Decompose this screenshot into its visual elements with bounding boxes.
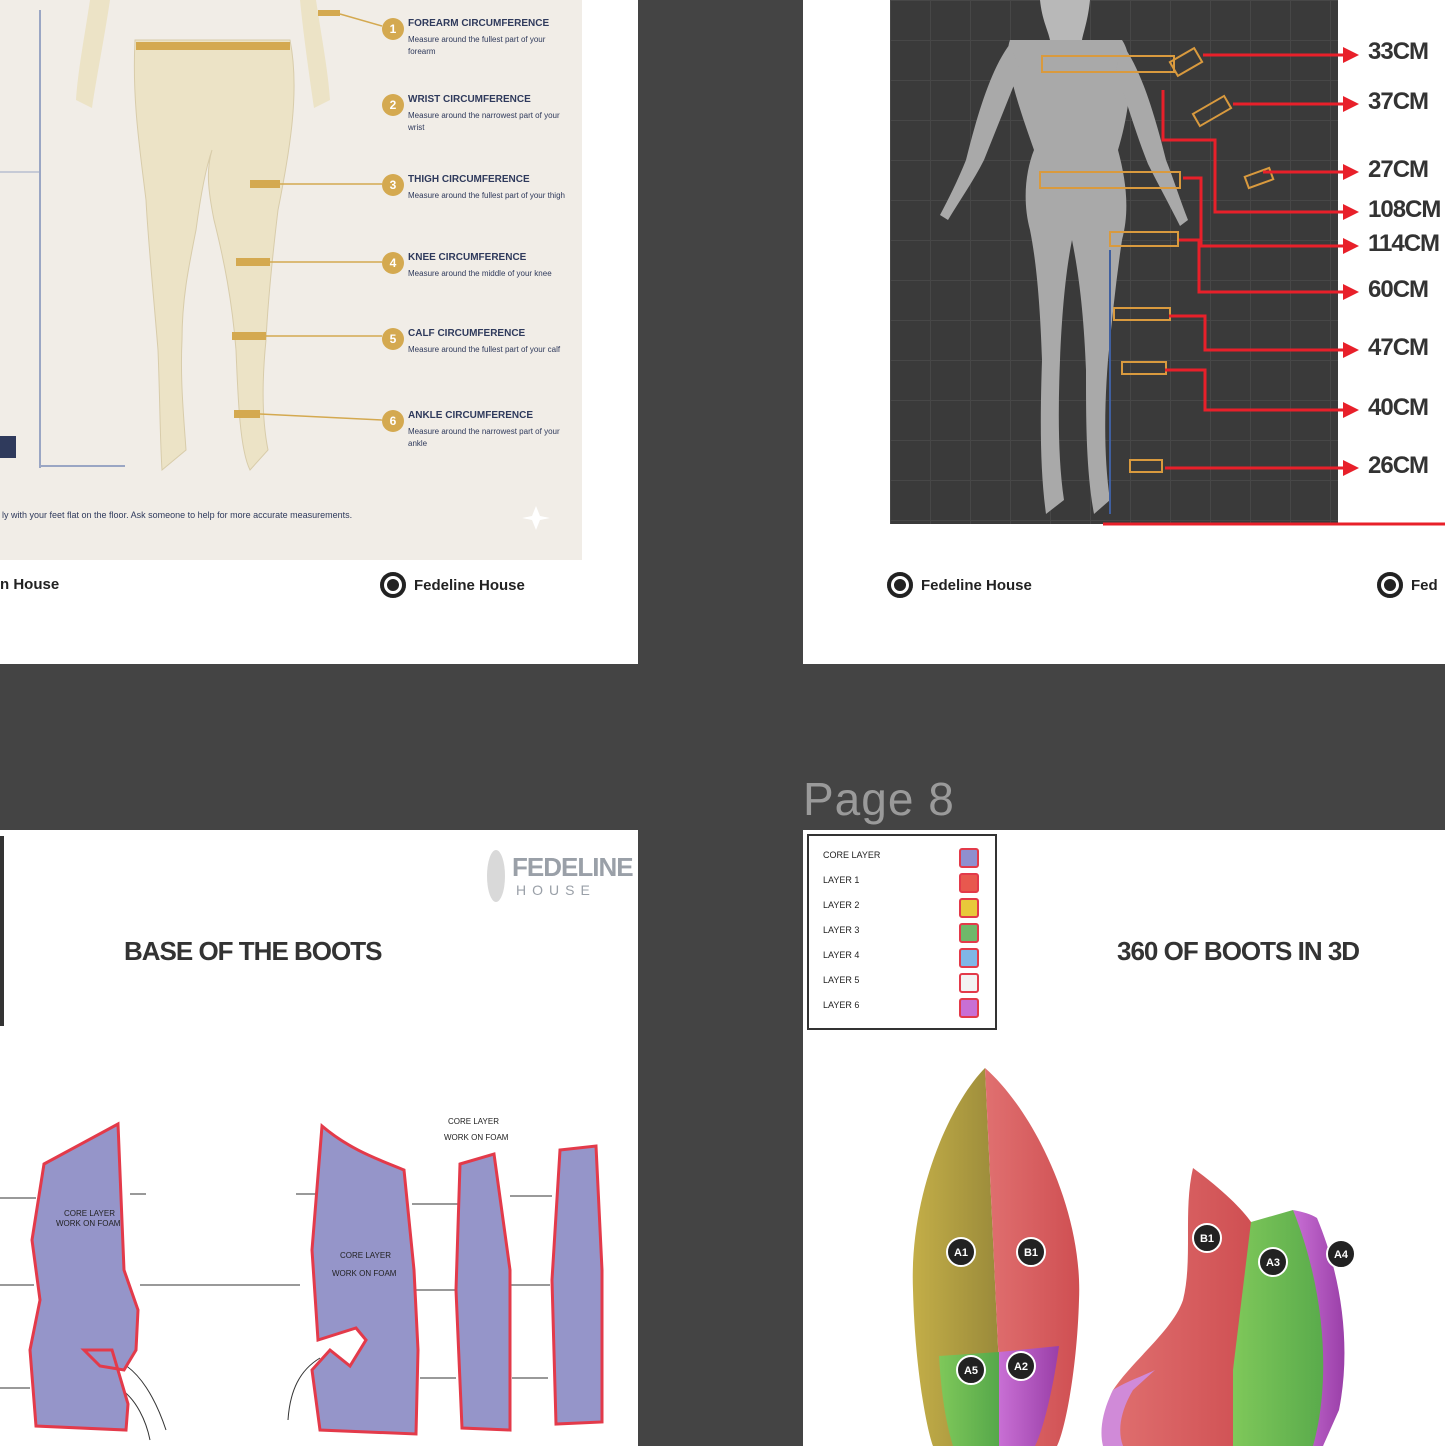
legend-label: CORE LAYER: [823, 850, 881, 860]
tag-label: A2: [1014, 1361, 1028, 1373]
measurement-title: WRIST CIRCUMFERENCE: [408, 94, 531, 105]
step-number-badge: 5: [382, 328, 404, 350]
measurement-value: 108CM: [1368, 196, 1441, 223]
page-number-label: Page 8: [803, 773, 955, 825]
piece-label: WORK ON FOAM: [332, 1269, 397, 1278]
step-number-badge: 4: [382, 252, 404, 274]
measurement-value: 47CM: [1368, 334, 1429, 361]
page-title: 360 OF BOOTS IN 3D: [1117, 936, 1360, 966]
tag-label: B1: [1200, 1233, 1214, 1245]
legend-label: LAYER 5: [823, 975, 860, 985]
footer-brand-right: Fedeline House: [380, 572, 525, 598]
legend-swatch: [959, 873, 979, 893]
measurement-description: Measure around the fullest part of your …: [408, 191, 565, 200]
measurement-arrows: [1103, 47, 1445, 526]
measurement-value: 27CM: [1368, 156, 1429, 183]
legend-label: LAYER 4: [823, 950, 860, 960]
footer-brand-left: n House: [0, 576, 59, 593]
measurement-value: 114CM: [1368, 230, 1440, 257]
piece-label: CORE LAYER: [448, 1117, 499, 1126]
legend-swatch: [959, 948, 979, 968]
measurement-description: Measure around the middle of your knee: [408, 269, 552, 278]
measurement-title: CALF CIRCUMFERENCE: [408, 328, 526, 339]
step-number-badge: 1: [382, 18, 404, 40]
brand-logo-icon: [887, 572, 913, 598]
footer-brand-left: Fedeline House: [887, 572, 1032, 598]
legend-swatch: [959, 898, 979, 918]
footer-brand-text: Fedeline House: [414, 576, 525, 594]
layer-legend: CORE LAYER LAYER 1 LAYER 2 LAYER 3 LAYER…: [807, 834, 997, 1030]
measurement-title: THIGH CIRCUMFERENCE: [408, 174, 530, 185]
measurement-value: 26CM: [1368, 452, 1429, 479]
page-top-left: 1 FOREARM CIRCUMFERENCE Measure around t…: [0, 0, 638, 664]
measurement-value: 60CM: [1368, 276, 1429, 303]
step-number-badge: 3: [382, 174, 404, 196]
footer-brand-text: Fed: [1411, 576, 1438, 594]
3d-model-viewport: [890, 0, 1338, 524]
boot-3d-render: A1 B1 A5 A2 B1 A3 A4: [912, 1068, 1356, 1446]
tag-label: B1: [1024, 1247, 1038, 1259]
boot-pattern-pieces: CORE LAYER WORK ON FOAM CORE LAYER WORK …: [0, 1117, 604, 1441]
brand-logo-icon: [1377, 572, 1403, 598]
measurement-description: Measure around the narrowest part of you…: [408, 427, 560, 448]
measurement-title: KNEE CIRCUMFERENCE: [408, 252, 527, 263]
legend-label: LAYER 2: [823, 900, 860, 910]
measurement-title: FOREARM CIRCUMFERENCE: [408, 18, 550, 29]
measurement-value: 33CM: [1368, 38, 1429, 65]
mannequin-figure: [0, 0, 550, 530]
piece-label: CORE LAYER: [64, 1209, 115, 1218]
measurement-panel: 1 FOREARM CIRCUMFERENCE Measure around t…: [0, 0, 582, 560]
legend-swatch: [959, 998, 979, 1018]
page-bottom-right: CORE LAYER LAYER 1 LAYER 2 LAYER 3 LAYER…: [803, 830, 1445, 1446]
page-top-right: 33CM 37CM 27CM 108CM 114CM 60CM 47CM 40C…: [803, 0, 1445, 664]
footer-brand-right: Fed: [1377, 572, 1438, 598]
piece-label: WORK ON FOAM: [444, 1133, 509, 1142]
tag-label: A4: [1334, 1249, 1349, 1261]
logo-figure-icon: [487, 850, 505, 902]
legend-label: LAYER 3: [823, 925, 860, 935]
step-number-badge: 6: [382, 410, 404, 432]
tag-label: A5: [964, 1365, 978, 1377]
3d-body-model: [940, 0, 1275, 514]
legend-swatch: [959, 923, 979, 943]
tag-label: A1: [954, 1247, 968, 1259]
measurement-value: 40CM: [1368, 394, 1429, 421]
measurement-description: Measure around the fullest part of your …: [408, 35, 546, 56]
piece-label: WORK ON FOAM: [56, 1219, 121, 1228]
logo-text-bottom: HOUSE: [516, 882, 596, 898]
measurement-value: 37CM: [1368, 88, 1429, 115]
measurement-note: ly with your feet flat on the floor. Ask…: [2, 510, 353, 520]
step-number-badge: 2: [382, 94, 404, 116]
brand-logo-icon: [380, 572, 406, 598]
logo-text-top: FEDELINE: [512, 852, 634, 882]
legend-label: LAYER 1: [823, 875, 860, 885]
tag-label: A3: [1266, 1257, 1280, 1269]
legend-swatch: [959, 848, 979, 868]
legend-swatch: [959, 973, 979, 993]
page-bottom-left: FEDELINE HOUSE BASE OF THE BOOTS: [0, 830, 638, 1446]
measurement-title: ANKLE CIRCUMFERENCE: [408, 410, 533, 421]
legend-label: LAYER 6: [823, 1000, 860, 1010]
measurement-description: Measure around the fullest part of your …: [408, 345, 561, 354]
left-border-mark: [0, 836, 4, 1026]
page-title: BASE OF THE BOOTS: [124, 936, 382, 966]
measurement-description: Measure around the narrowest part of you…: [408, 111, 560, 132]
footer-brand-text: n House: [0, 576, 60, 593]
piece-label: CORE LAYER: [340, 1251, 391, 1260]
footer-brand-text: Fedeline House: [921, 576, 1032, 594]
